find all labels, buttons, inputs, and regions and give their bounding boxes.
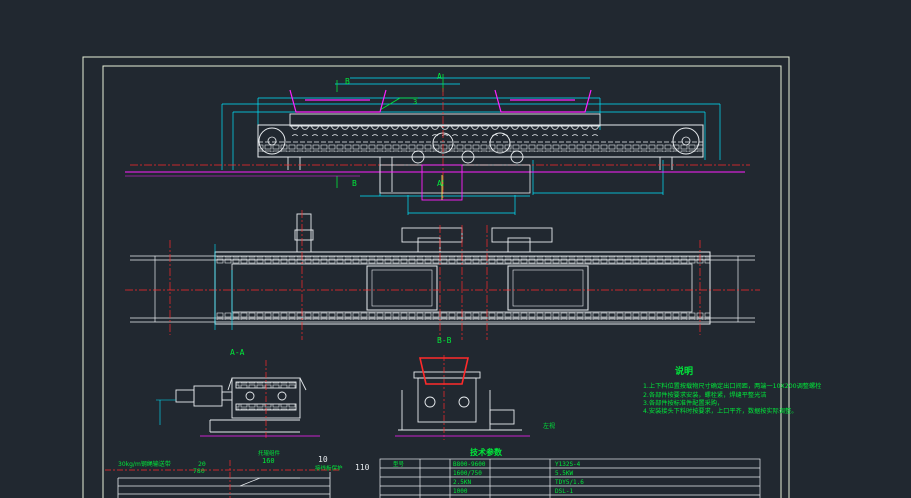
label-a: 托辊组件 (258, 449, 281, 457)
section-b-bottom-label: B (352, 179, 357, 188)
dim-160: 160 (262, 457, 275, 465)
note-line-4: 4.安装接头下料时按要求，上口平齐，数据按实际调整。 (643, 407, 797, 415)
notes-title: 说明 (675, 365, 693, 377)
table-title: 技术参数 (470, 447, 503, 457)
table-cell: 2.5KN (453, 479, 471, 486)
section-aa-view: A-A (156, 348, 320, 440)
section-bb-label: B-B (437, 336, 452, 345)
section-side-label: 左视 (543, 422, 555, 430)
sheet-frame (82, 56, 790, 498)
section-a-top-label: A (437, 72, 442, 81)
table-cell: TDY5/1.6 (555, 479, 584, 486)
section-b-top-label: B (345, 77, 350, 86)
table-cell: Y132S-4 (555, 461, 581, 468)
label-b: 接线板保护 (315, 464, 343, 472)
note-line-2: 2.各部件按要求安装，螺栓紧，焊缝平整光洁 (643, 391, 766, 399)
section-aa-label: A-A (230, 348, 245, 357)
notes-block: 说明 1.上下料位置按载物尺寸确定出口间距，两端一10X200调整螺栓 2.各部… (643, 365, 821, 415)
table-cell: 5.5KW (555, 470, 573, 477)
tech-params-table: 技术参数 型号 B800-9600 Y132S-4 1600/750 5.5KW… (379, 447, 761, 498)
load-note: 30kg/m钢绳输送带 (118, 460, 171, 468)
table-cell: DSL-1 (555, 488, 573, 495)
table-cell: B800-9600 (453, 461, 486, 468)
dim-10: 10 (318, 455, 328, 464)
table-cell: 1000 (453, 488, 468, 495)
dim-780: 780 (193, 467, 205, 475)
lower-left-detail: 30kg/m钢绳输送带 20 780 托辊组件 160 10 接线板保护 110 (105, 449, 370, 498)
note-line-3: 3.各部件按标准件配置采购， (643, 399, 723, 407)
side-view: B A B A 3 (125, 72, 750, 215)
plan-view: B-B (125, 210, 760, 345)
note-line-1: 1.上下料位置按载物尺寸确定出口间距，两端一10X200调整螺栓 (643, 382, 821, 390)
dim-20: 20 (198, 460, 206, 468)
table-cell: 1600/750 (453, 470, 482, 477)
dim-110: 110 (355, 463, 370, 472)
section-side-view: 左视 (395, 355, 555, 440)
table-cell: 型号 (393, 460, 405, 468)
section-a-bottom-label: A (437, 179, 442, 188)
callout-number: 3 (413, 98, 417, 106)
